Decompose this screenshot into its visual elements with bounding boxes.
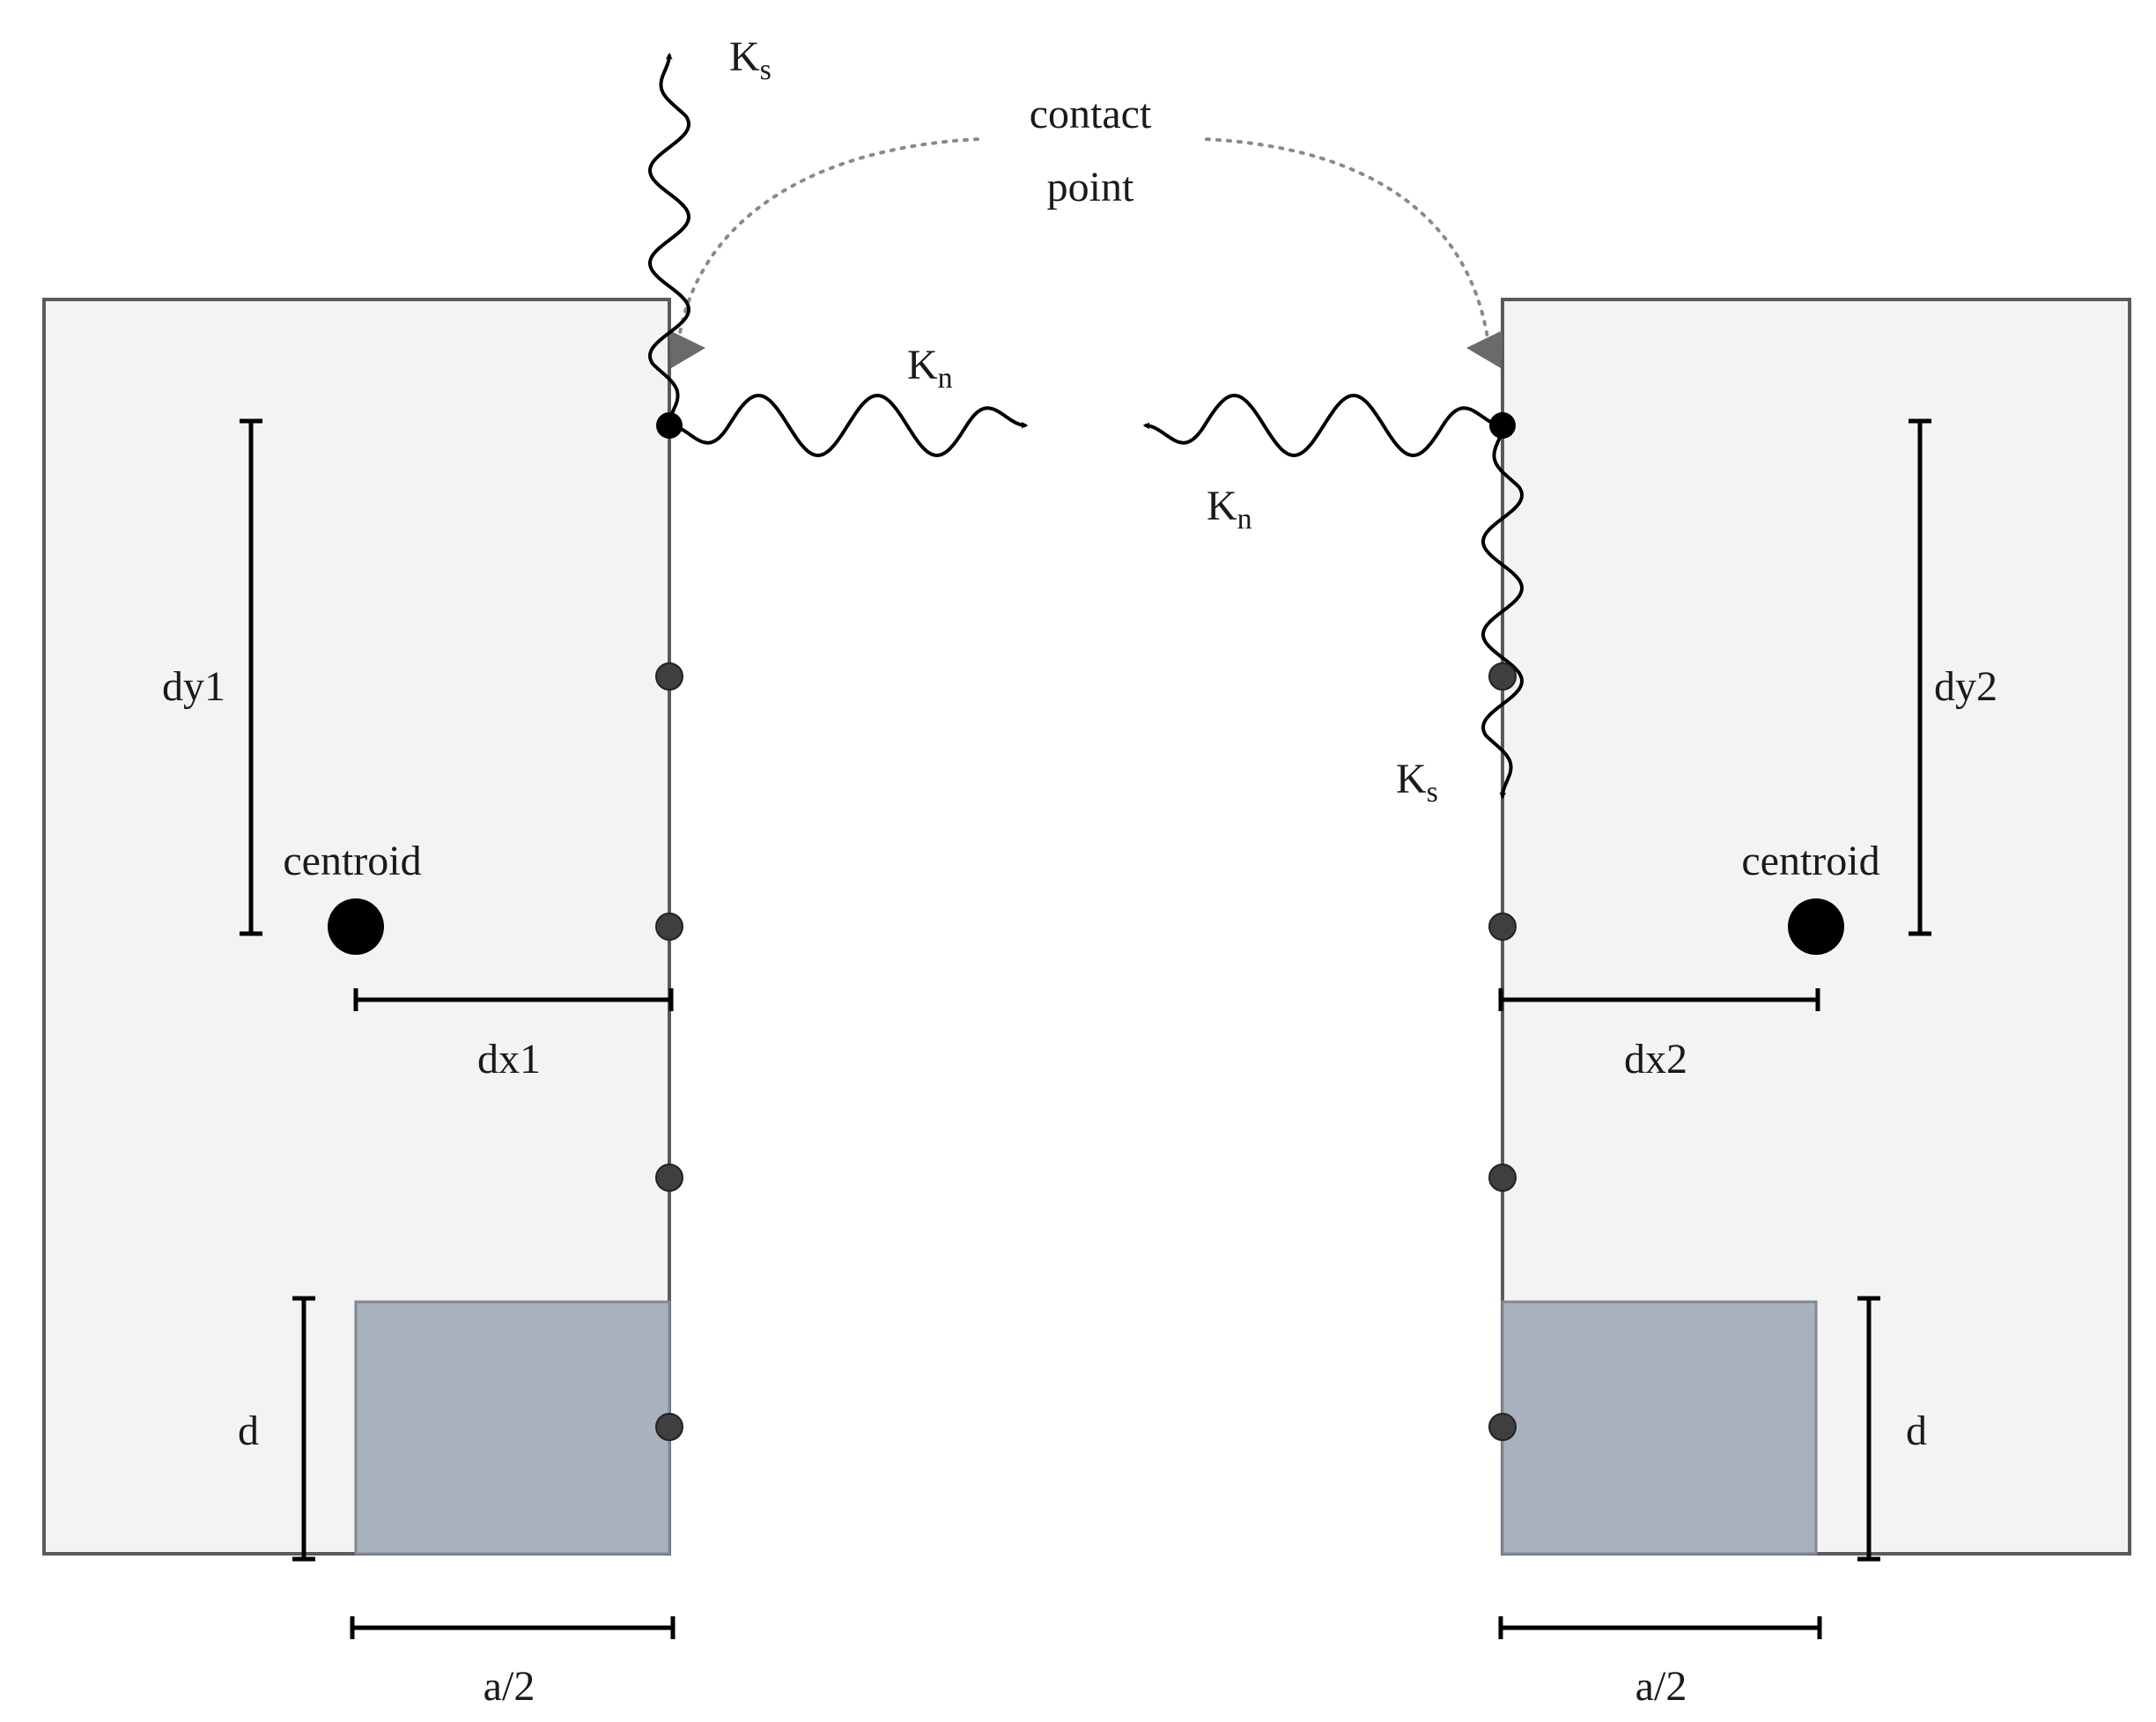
dy2-label: dy2 <box>1934 663 1997 710</box>
d-left-label: d <box>238 1408 259 1454</box>
left-shear-spring <box>647 52 691 426</box>
right-contact-zone <box>1501 1300 1818 1556</box>
kn-right-sub: n <box>1237 503 1252 536</box>
dy2-dimension <box>1909 418 1931 936</box>
kn-left-sub: n <box>938 362 953 395</box>
right-node <box>1488 1413 1517 1441</box>
kn-right-main: K <box>1207 483 1237 529</box>
a-half-left-label: a/2 <box>484 1663 535 1710</box>
a-half-right-dimension <box>1498 1616 1822 1639</box>
ks-right-label: Ks <box>1396 756 1438 809</box>
ks-left-label: Ks <box>729 33 772 86</box>
contact-point-label-line1: contact <box>1030 91 1152 137</box>
ks-left-sub: s <box>760 54 772 86</box>
left-node <box>655 1164 683 1192</box>
right-contact-node <box>1489 412 1516 439</box>
contact-arrowhead-left <box>669 330 705 368</box>
contact-point-arc-right <box>1205 137 1490 345</box>
dx1-label: dx1 <box>477 1036 541 1083</box>
ks-right-sub: s <box>1427 776 1438 809</box>
left-node <box>655 662 683 691</box>
right-node <box>1488 1164 1517 1192</box>
left-contact-node <box>656 412 683 439</box>
contact-point-arc-left <box>676 137 979 345</box>
contact-arrowhead-right <box>1466 330 1503 368</box>
kn-right-label: Kn <box>1207 483 1252 536</box>
dy1-dimension <box>240 418 262 936</box>
a-half-right-label: a/2 <box>1635 1663 1687 1710</box>
left-contact-zone <box>354 1300 671 1556</box>
right-centroid-label: centroid <box>1741 838 1879 884</box>
left-centroid-dot <box>328 898 384 955</box>
kn-left-main: K <box>907 342 938 388</box>
right-node <box>1488 662 1517 691</box>
d-right-dimension <box>1857 1296 1880 1562</box>
contact-point-label-line2: point <box>1047 164 1134 211</box>
left-node <box>655 913 683 941</box>
left-centroid-label: centroid <box>283 838 421 884</box>
a-half-left-dimension <box>350 1616 676 1639</box>
left-normal-spring <box>668 393 1029 458</box>
right-shear-spring <box>1480 425 1525 800</box>
kn-left-label: Kn <box>907 342 953 395</box>
right-normal-spring <box>1142 393 1503 458</box>
d-left-dimension <box>292 1296 315 1562</box>
ks-left-main: K <box>729 33 760 80</box>
d-right-label: d <box>1906 1408 1927 1454</box>
dx1-dimension <box>353 988 674 1011</box>
left-node <box>655 1413 683 1441</box>
dy1-label: dy1 <box>162 663 225 710</box>
dx2-dimension <box>1498 988 1820 1011</box>
dx2-label: dx2 <box>1624 1036 1687 1083</box>
right-node <box>1488 913 1517 941</box>
right-centroid-dot <box>1788 898 1844 955</box>
ks-right-main: K <box>1396 756 1427 802</box>
